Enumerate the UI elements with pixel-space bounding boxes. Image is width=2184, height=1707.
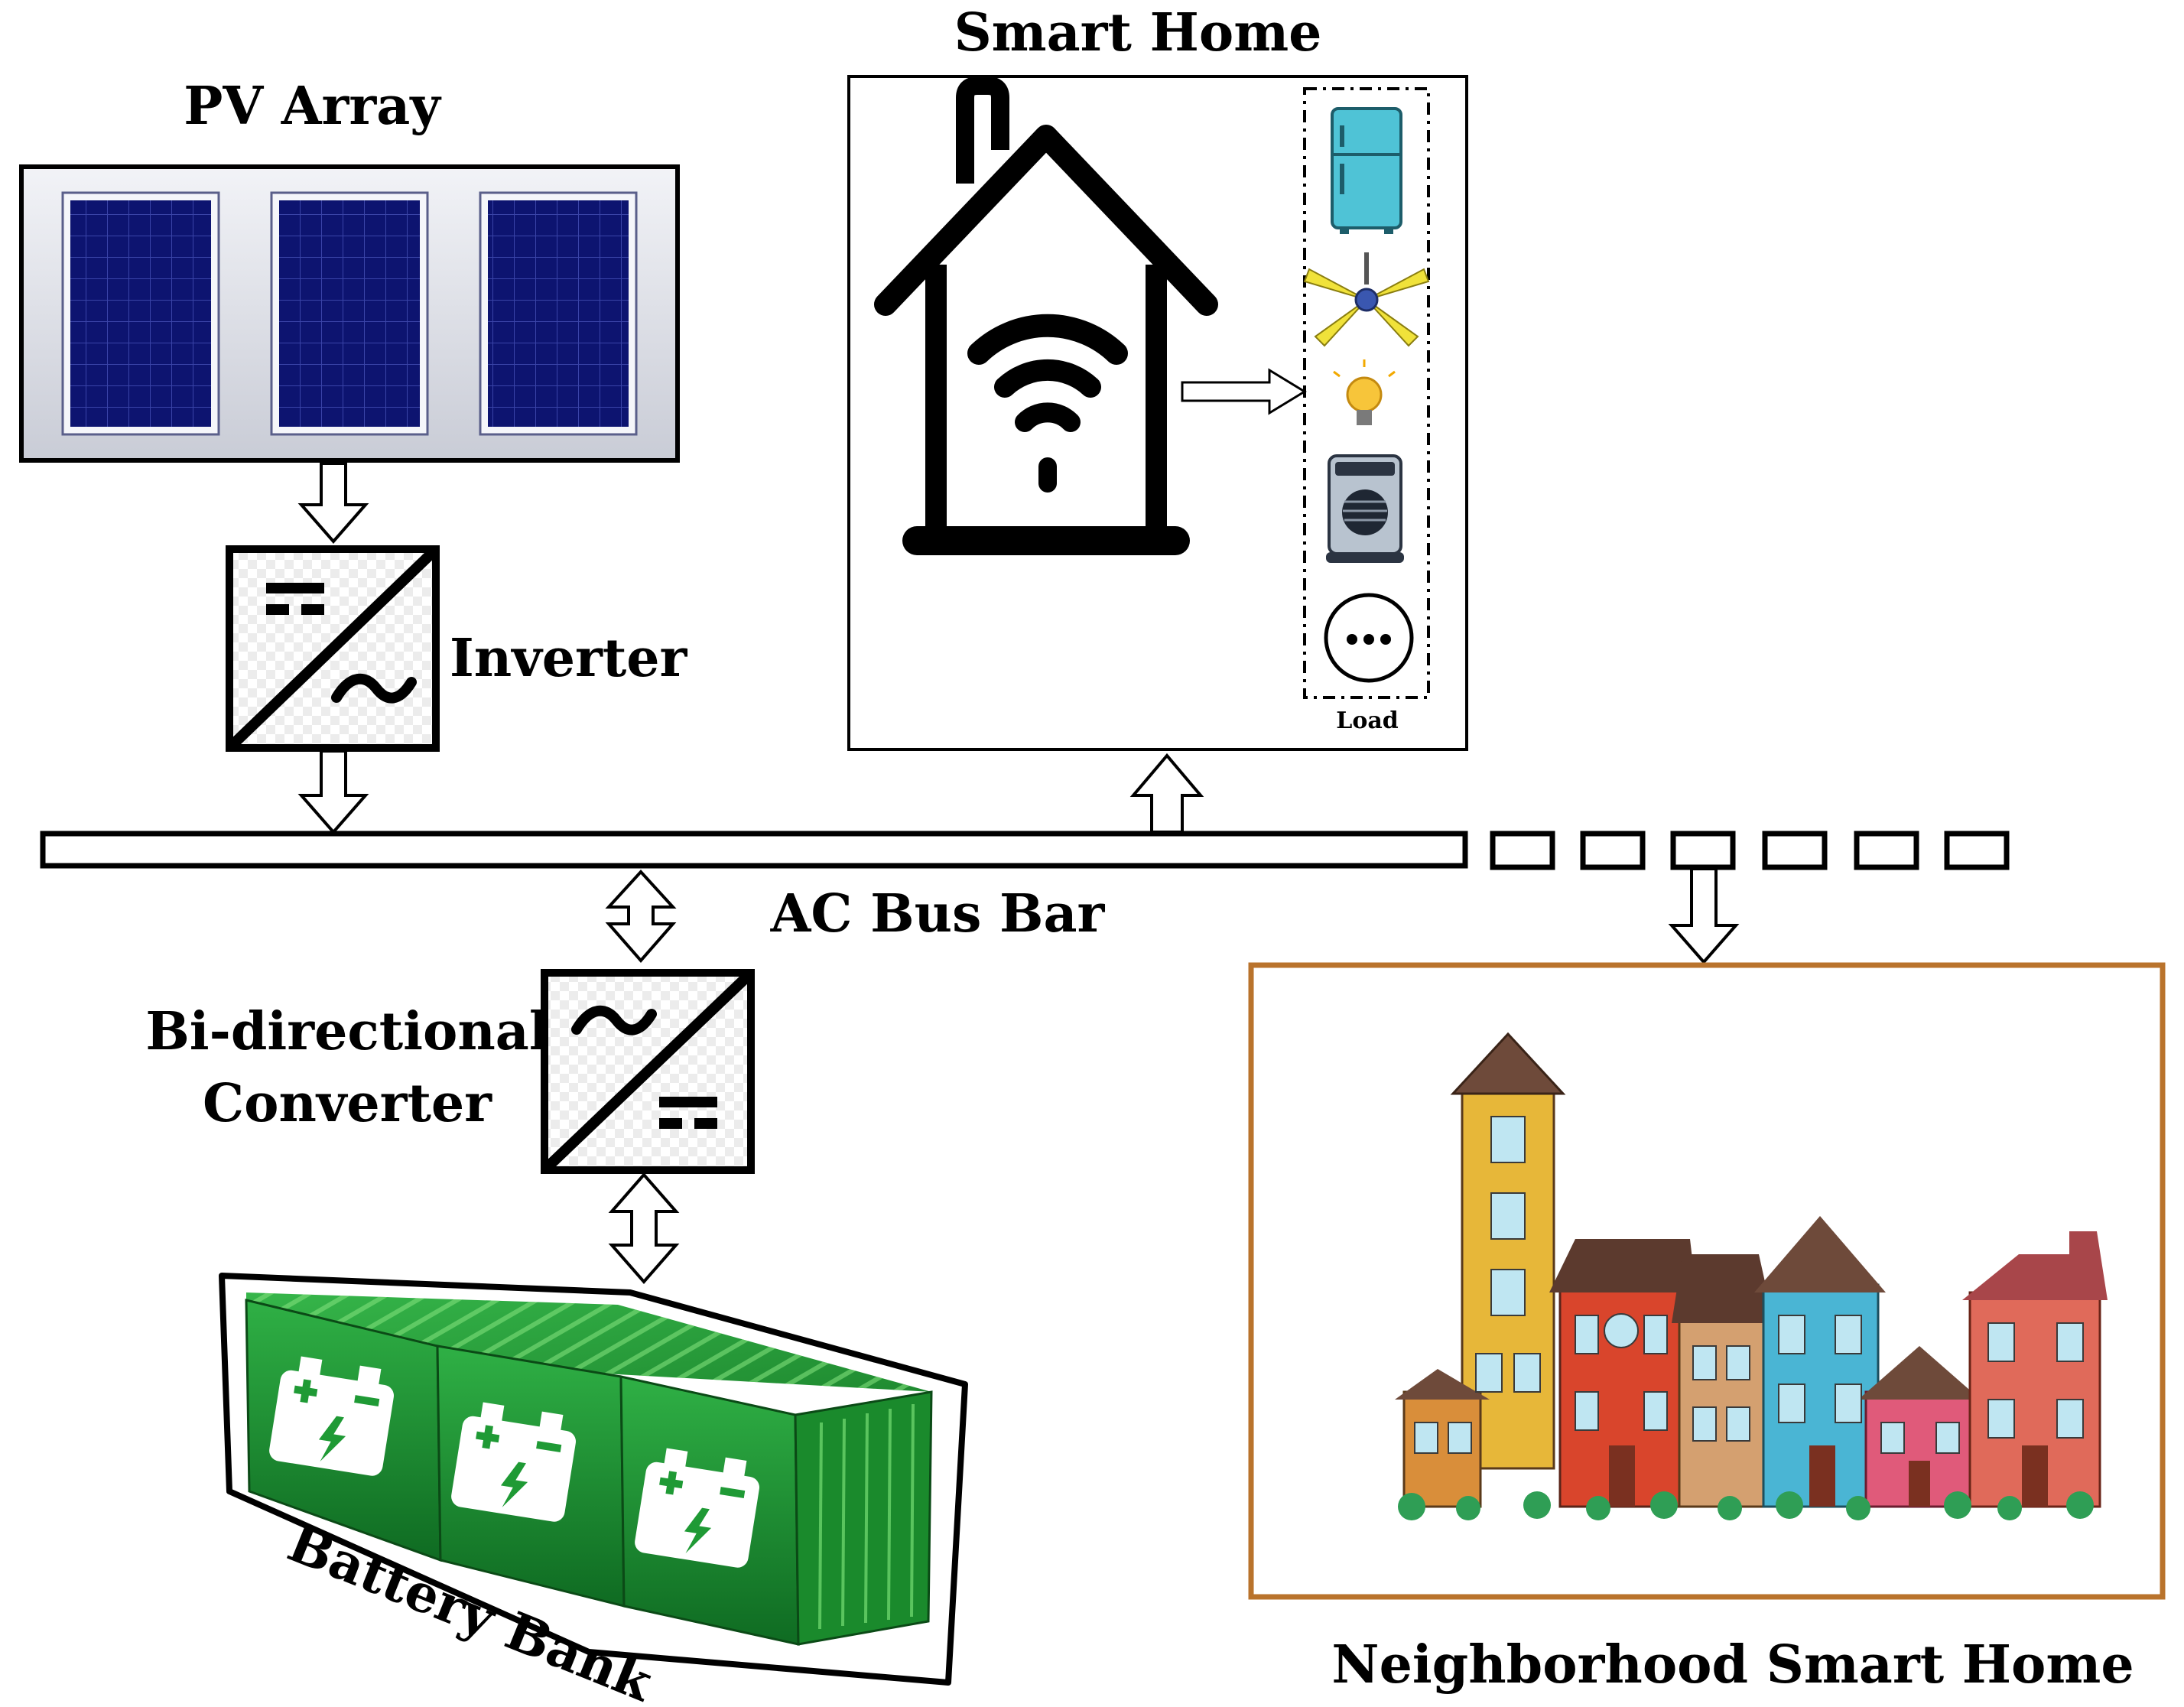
ac-bus-bar: [40, 831, 1468, 869]
more-icon: [1324, 593, 1414, 683]
battery-icon: [451, 1402, 577, 1522]
air-cooler-icon: [1326, 454, 1404, 563]
neighborhood-houses-icon: [1395, 1032, 2108, 1520]
bus-bar-continuation: [1490, 831, 2010, 870]
arrow-home-to-load: [1181, 368, 1307, 415]
refrigerator-icon: [1331, 107, 1402, 234]
arrow-bus-to-neighborhood: [1668, 867, 1740, 965]
load-group: [1303, 87, 1430, 699]
light-bulb-icon: [1333, 359, 1396, 425]
smart-home-wifi-icon: [874, 76, 1218, 555]
arrow-inverter-to-bus: [297, 749, 369, 835]
neighborhood-label: Neighborhood Smart Home: [1331, 1634, 2134, 1696]
solar-panel-icon: [61, 191, 220, 436]
ac-bus-bar-label: AC Bus Bar: [770, 883, 1106, 945]
inverter-label: Inverter: [450, 628, 688, 689]
smart-home-label: Smart Home: [954, 2, 1322, 63]
battery-icon: [269, 1356, 395, 1476]
battery-icon: [635, 1448, 760, 1568]
solar-panel-icon: [479, 191, 638, 436]
arrow-pv-to-inverter: [297, 462, 369, 545]
pv-array-label: PV Array: [184, 76, 442, 137]
arrow-bus-to-smart-home: [1129, 753, 1204, 834]
solar-panel-icon: [270, 191, 429, 436]
dc-to-ac-converter-icon: [226, 545, 440, 752]
bidirectional-converter-label-line2: Converter: [203, 1073, 492, 1134]
battery-bank: [219, 1273, 968, 1686]
pv-array: [19, 164, 680, 463]
ceiling-fan-icon: [1303, 252, 1430, 347]
bidirectional-converter-label-line1: Bi-directional: [145, 1001, 548, 1062]
ac-to-dc-converter-icon: [541, 969, 755, 1174]
arrow-converter-battery-bidirectional: [608, 1172, 680, 1285]
arrow-bus-converter-bidirectional: [605, 870, 677, 964]
load-label: Load: [1336, 707, 1399, 734]
